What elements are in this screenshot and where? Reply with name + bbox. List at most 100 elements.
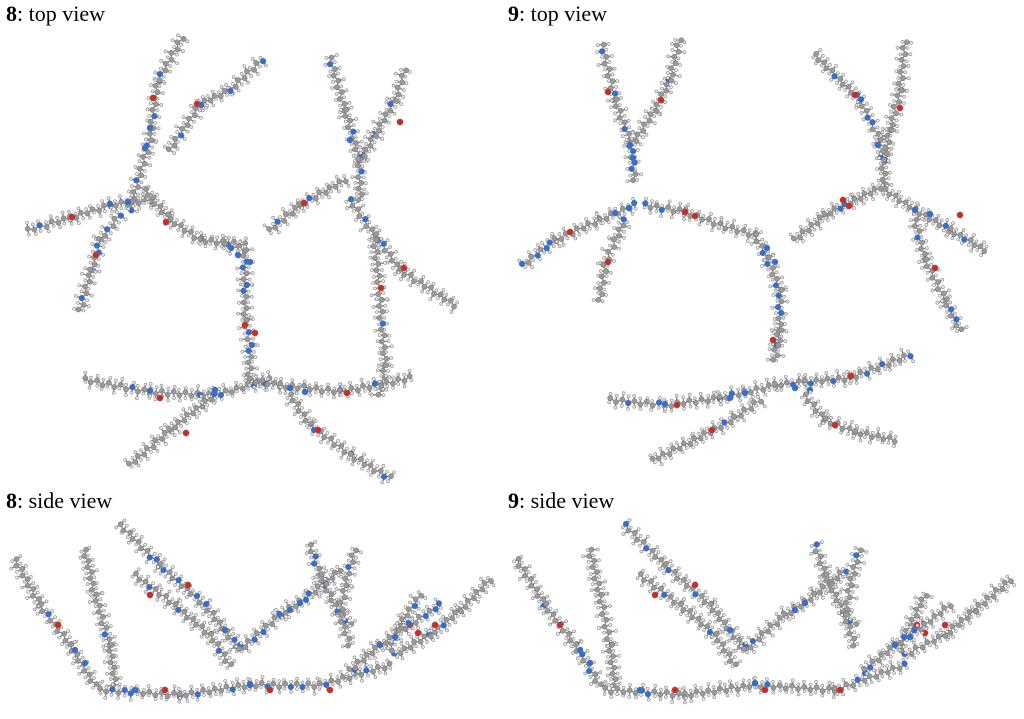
- hydrogen-atom: [595, 50, 600, 54]
- hydrogen-atom: [760, 237, 765, 242]
- carbon-atom: [888, 115, 895, 122]
- carbon-atom: [813, 376, 819, 383]
- hydrogen-atom: [628, 173, 633, 178]
- nitrogen-atom: [156, 70, 164, 78]
- carbon-atom: [380, 367, 386, 374]
- hydrogen-atom: [854, 201, 859, 206]
- hydrogen-atom: [319, 393, 324, 398]
- hydrogen-atom: [587, 226, 592, 231]
- nitrogen-atom: [379, 320, 387, 327]
- hydrogen-atom: [644, 132, 649, 137]
- hydrogen-atom: [146, 96, 151, 100]
- hydrogen-atom: [819, 384, 824, 389]
- carbon-atom: [75, 306, 82, 313]
- carbon-atom: [803, 391, 809, 398]
- hydrogen-atom: [964, 233, 969, 238]
- carbon-atom: [222, 240, 229, 247]
- carbon-atom: [321, 434, 327, 441]
- hydrogen-atom: [207, 394, 212, 398]
- nitrogen-atom: [907, 353, 914, 360]
- hydrogen-atom: [877, 156, 882, 160]
- hydrogen-atom: [783, 339, 788, 343]
- hydrogen-atom: [384, 387, 389, 392]
- carbon-atom: [900, 63, 907, 69]
- carbon-atom: [197, 235, 203, 242]
- hydrogen-atom: [264, 63, 268, 68]
- hydrogen-atom: [148, 163, 153, 168]
- hydrogen-atom: [360, 164, 365, 169]
- carbon-atom: [188, 392, 195, 399]
- nitrogen-atom: [914, 234, 921, 241]
- carbon-atom: [604, 73, 611, 79]
- hydrogen-atom: [332, 386, 337, 391]
- oxygen-atom: [68, 213, 76, 221]
- carbon-atom: [922, 251, 928, 257]
- carbon-atom: [680, 440, 687, 447]
- hydrogen-atom: [168, 225, 173, 230]
- hydrogen-atom: [446, 302, 450, 307]
- hydrogen-atom: [240, 349, 245, 354]
- hydrogen-atom: [342, 95, 347, 100]
- hydrogen-atom: [613, 118, 617, 123]
- hydrogen-atom: [631, 196, 635, 201]
- hydrogen-atom: [174, 124, 178, 129]
- hydrogen-atom: [600, 299, 605, 304]
- carbon-atom: [379, 308, 386, 315]
- hydrogen-atom: [175, 130, 180, 134]
- carbon-atom: [251, 67, 257, 73]
- carbon-atom: [610, 236, 617, 243]
- hydrogen-atom: [382, 315, 387, 320]
- hydrogen-atom: [307, 409, 312, 413]
- hydrogen-atom: [797, 373, 802, 377]
- hydrogen-atom: [161, 200, 166, 204]
- hydrogen-atom: [910, 201, 914, 205]
- hydrogen-atom: [358, 145, 363, 150]
- hydrogen-atom: [547, 250, 552, 255]
- hydrogen-atom: [649, 407, 654, 412]
- hydrogen-atom: [162, 144, 167, 149]
- hydrogen-atom: [886, 121, 890, 125]
- hydrogen-atom: [890, 92, 894, 97]
- carbon-atom: [149, 106, 156, 113]
- hydrogen-atom: [889, 352, 894, 357]
- carbon-atom: [640, 128, 647, 134]
- nitrogen-atom: [953, 316, 960, 323]
- carbon-atom: [451, 303, 457, 310]
- hydrogen-atom: [421, 275, 426, 279]
- hydrogen-atom: [901, 83, 906, 87]
- carbon-atom: [967, 237, 974, 243]
- hydrogen-atom: [771, 293, 776, 297]
- hydrogen-atom: [617, 246, 621, 251]
- hydrogen-atom: [595, 43, 600, 48]
- hydrogen-atom: [323, 63, 328, 67]
- hydrogen-atom: [308, 393, 312, 397]
- hydrogen-atom: [337, 66, 342, 70]
- hydrogen-atom: [55, 215, 59, 220]
- hydrogen-atom: [132, 380, 136, 385]
- carbon-atom: [356, 213, 363, 219]
- hydrogen-atom: [339, 455, 344, 460]
- hydrogen-atom: [95, 373, 100, 378]
- hydrogen-atom: [837, 86, 842, 91]
- hydrogen-atom: [613, 405, 618, 410]
- hydrogen-atom: [704, 436, 709, 440]
- hydrogen-atom: [652, 121, 657, 126]
- carbon-atom: [821, 211, 828, 217]
- hydrogen-atom: [370, 132, 374, 136]
- hydrogen-atom: [343, 119, 348, 124]
- hydrogen-atom: [393, 105, 398, 109]
- carbon-atom: [91, 261, 98, 268]
- hydrogen-atom: [928, 251, 932, 256]
- carbon-atom: [202, 397, 208, 404]
- hydrogen-atom: [356, 129, 360, 134]
- hydrogen-atom: [179, 413, 184, 418]
- carbon-atom: [771, 346, 778, 353]
- hydrogen-atom: [918, 223, 922, 228]
- carbon-atom: [387, 251, 394, 257]
- carbon-atom: [165, 146, 172, 152]
- carbon-atom: [881, 156, 887, 163]
- hydrogen-atom: [333, 98, 338, 103]
- hydrogen-atom: [956, 237, 961, 242]
- hydrogen-atom: [154, 385, 159, 390]
- carbon-atom: [55, 219, 62, 226]
